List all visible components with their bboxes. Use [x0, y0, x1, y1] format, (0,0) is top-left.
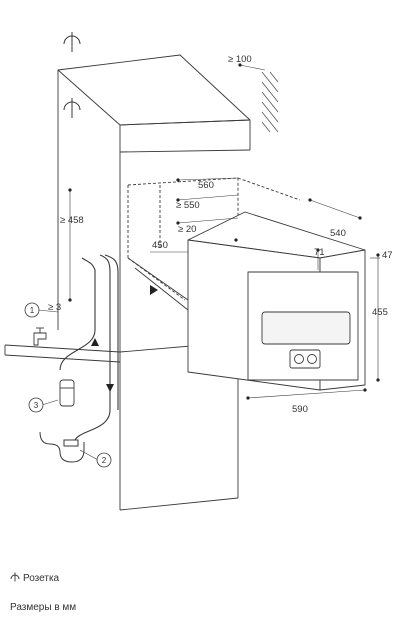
flow-up-arrow: [91, 338, 99, 346]
dim-gap: ≥ 20: [178, 224, 196, 235]
water-pipes: [59, 254, 119, 441]
svg-text:1: 1: [30, 306, 35, 315]
dim-front-depth: 47: [382, 250, 393, 261]
legend-units-label: Размеры в мм: [10, 602, 77, 613]
dim-appliance-width: 590: [292, 404, 308, 415]
callout-2: 2: [96, 452, 112, 468]
legend-socket-label: Розетка: [23, 573, 60, 584]
flow-down-arrow: [106, 384, 114, 392]
dimension-lines: [69, 64, 380, 399]
socket-icon: [63, 32, 81, 118]
callout-3: 3: [28, 397, 44, 413]
dim-top-clearance: ≥ 100: [228, 54, 252, 65]
reference-dots: [68, 63, 380, 400]
svg-text:2: 2: [102, 456, 107, 465]
dim-side-height: ≥ 458: [60, 215, 84, 226]
svg-text:3: 3: [34, 401, 39, 410]
legend-socket: Розетка: [10, 572, 59, 584]
socket-legend-icon: [10, 572, 20, 582]
flow-right-arrow: [150, 285, 158, 295]
dim-appliance-depth: 540: [330, 228, 346, 239]
vent-hatch: [261, 71, 279, 133]
dim-handle-offset: 71: [314, 247, 325, 258]
dim-niche-depth-min: ≥ 550: [176, 200, 200, 211]
dim-pipe-offset: ≥ 3: [48, 302, 61, 313]
dim-niche-height: 450: [152, 240, 168, 251]
siphon-icon: [39, 431, 85, 463]
callout-leaders: [37, 309, 99, 461]
legend-units: Размеры в мм: [10, 602, 76, 613]
installation-diagram: 1 3 2 ≥ 100 560 ≥ 550 ≥ 20 450 ≥ 458 ≥ 3…: [4, 32, 393, 511]
appliance: [127, 211, 366, 391]
dim-niche-depth: 560: [198, 180, 214, 191]
water-tap-icon: [33, 327, 47, 346]
filter-icon: [59, 379, 75, 407]
flow-arrows: [91, 285, 158, 392]
dim-appliance-height: 455: [372, 307, 388, 318]
callout-1: 1: [24, 302, 40, 318]
